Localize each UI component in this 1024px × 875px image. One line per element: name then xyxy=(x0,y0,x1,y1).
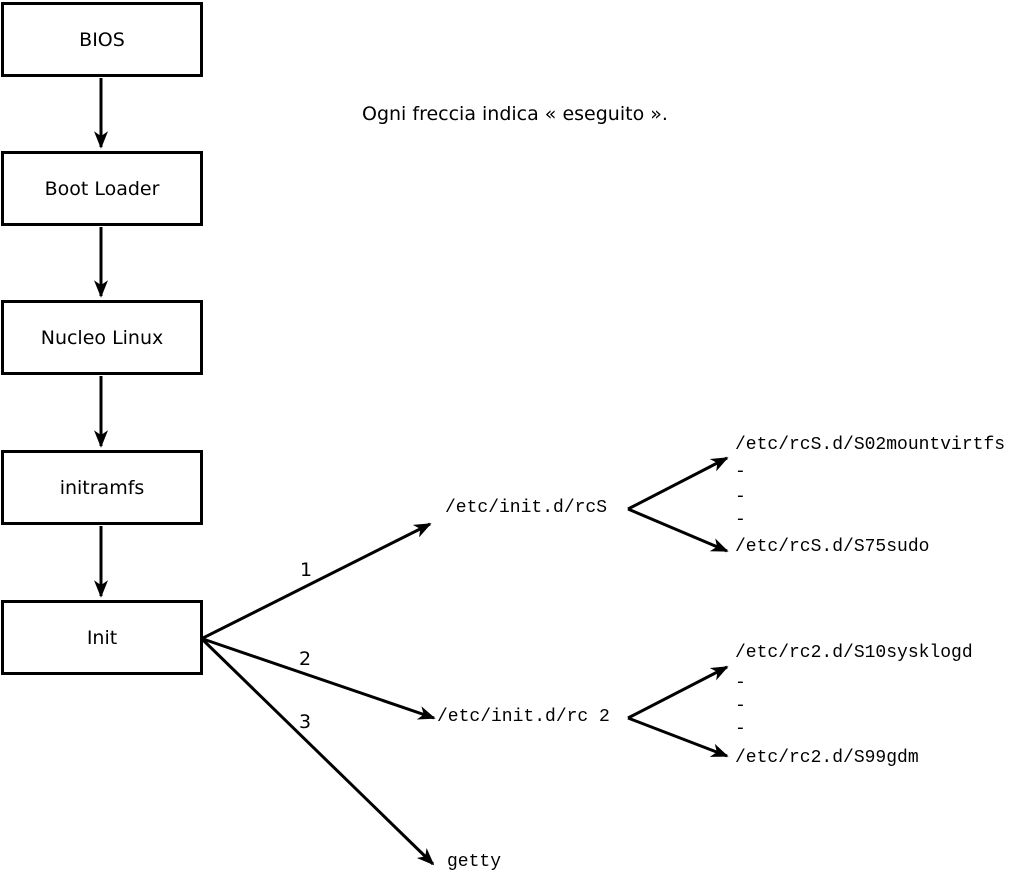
arrow-init-to-getty xyxy=(201,638,435,866)
script-s99gdm: /etc/rc2.d/S99gdm xyxy=(735,748,919,768)
rcS-ellipsis-dash-3: - xyxy=(735,510,746,530)
arrow-rc2-to-s99gdm xyxy=(627,716,729,758)
script-s02mountvirtfs: /etc/rcS.d/S02mountvirtfs xyxy=(735,435,1006,455)
arrow-rcS-to-s02mountvirtfs xyxy=(627,456,729,511)
arrow-rc2-to-s10sysklogd xyxy=(627,665,729,720)
node-init-label: Init xyxy=(86,626,118,649)
arrow-init-to-rcS xyxy=(202,522,432,640)
node-boot-loader: Boot Loader xyxy=(1,151,203,226)
node-getty: getty xyxy=(447,852,502,872)
rc2-ellipsis-dash-3: - xyxy=(735,719,746,739)
arrow-init-to-rc2 xyxy=(202,637,436,720)
rc2-ellipsis-dash-2: - xyxy=(735,696,746,716)
node-etc-init-d-rc2: /etc/init.d/rc 2 xyxy=(437,707,610,727)
script-s75sudo: /etc/rcS.d/S75sudo xyxy=(735,537,930,557)
node-init: Init xyxy=(1,600,203,675)
branch-number-2: 2 xyxy=(299,648,312,670)
node-linux-kernel-label: Nucleo Linux xyxy=(40,326,164,349)
node-linux-kernel: Nucleo Linux xyxy=(1,300,203,375)
branch-number-3: 3 xyxy=(299,711,312,733)
node-bios-label: BIOS xyxy=(79,28,125,51)
node-etc-init-d-rcS: /etc/init.d/rcS xyxy=(445,498,608,518)
node-initramfs-label: initramfs xyxy=(59,476,145,499)
node-bios: BIOS xyxy=(1,2,203,77)
rcS-ellipsis-dash-1: - xyxy=(735,462,746,482)
script-s10sysklogd: /etc/rc2.d/S10sysklogd xyxy=(735,643,973,663)
branch-number-1: 1 xyxy=(300,559,313,581)
node-boot-loader-label: Boot Loader xyxy=(44,177,160,200)
diagram-caption: Ogni freccia indica « eseguito ». xyxy=(362,103,668,125)
rc2-ellipsis-dash-1: - xyxy=(735,673,746,693)
node-initramfs: initramfs xyxy=(1,450,203,525)
rcS-ellipsis-dash-2: - xyxy=(735,487,746,507)
arrow-rcS-to-s75sudo xyxy=(627,507,729,553)
